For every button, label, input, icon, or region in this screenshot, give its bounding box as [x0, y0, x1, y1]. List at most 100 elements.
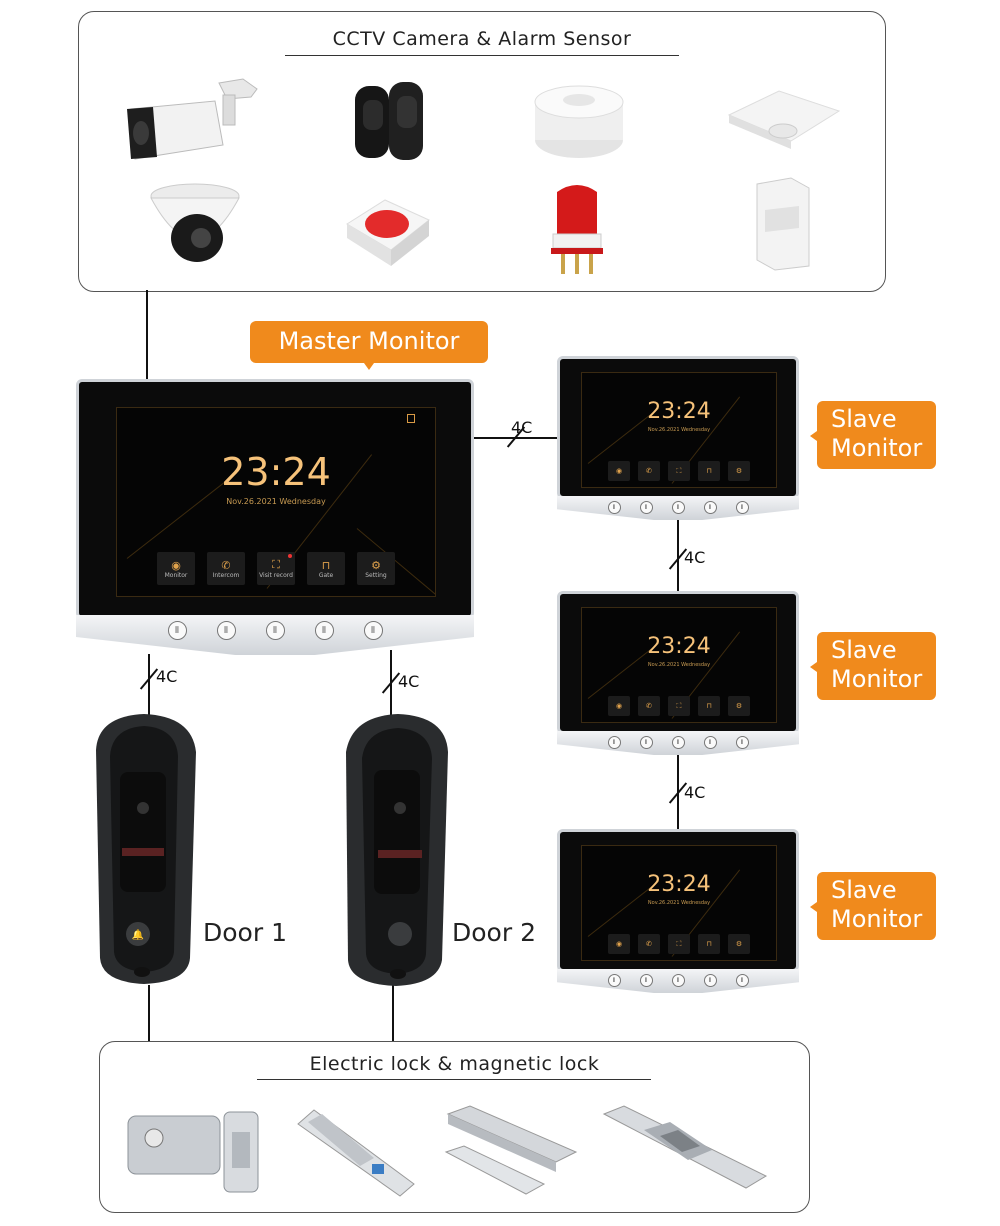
hw-button[interactable]: ⦀	[607, 974, 621, 987]
cctv-title-rule	[285, 55, 679, 56]
slave-monitor-label: Slave Monitor	[831, 876, 923, 933]
hw-button[interactable]: ⦀	[703, 736, 717, 749]
slave-monitor-label: Slave Monitor	[831, 636, 923, 693]
smoke-detector-image	[534, 85, 624, 158]
slave-monitor-label: Slave Monitor	[831, 405, 923, 462]
hw-button[interactable]: ⦀	[703, 501, 717, 514]
menu-visit-record[interactable]: ⛶	[668, 934, 690, 954]
slave-monitor-screen: 23:24 Nov.26.2021 Wednesday ◉ ✆ ⛶ ⊓ ⚙	[581, 607, 777, 723]
hw-button[interactable]: ⦀	[607, 501, 621, 514]
menu-setting[interactable]: ⚙	[728, 696, 750, 716]
electric-bolt-lock-image	[297, 1109, 415, 1197]
slave-monitor-callout-3: Slave Monitor	[810, 872, 936, 940]
menu-visit-record[interactable]: ⛶	[668, 461, 690, 481]
menu-setting[interactable]: ⚙	[728, 461, 750, 481]
hw-button-2[interactable]: ⦀	[216, 621, 236, 640]
hw-button-3[interactable]: ⦀	[265, 621, 285, 640]
door-2-label: Door 2	[452, 918, 536, 947]
menu-intercom[interactable]: ✆	[638, 934, 660, 954]
cctv-alarm-panel: CCTV Camera & Alarm Sensor	[78, 11, 886, 292]
callout-arrow	[364, 363, 374, 370]
hw-button[interactable]: ⦀	[735, 736, 749, 749]
slave-monitor-screen: 23:24 Nov.26.2021 Wednesday ◉ ✆ ⛶ ⊓ ⚙	[581, 372, 777, 488]
slave-monitor-3: 23:24 Nov.26.2021 Wednesday ◉ ✆ ⛶ ⊓ ⚙ ⦀ …	[557, 829, 799, 993]
notification-dot	[288, 554, 292, 558]
menu-monitor[interactable]: ◉Monitor	[157, 552, 195, 585]
slave-monitor-buttons: ⦀ ⦀ ⦀ ⦀ ⦀	[557, 736, 799, 749]
lock-panel-title: Electric lock & magnetic lock	[309, 1053, 600, 1075]
menu-visit-record[interactable]: ⛶Visit record	[257, 552, 295, 585]
hw-button[interactable]: ⦀	[703, 974, 717, 987]
slave2-to-slave3-label: 4C	[684, 783, 706, 802]
slave-monitor-screen: 23:24 Nov.26.2021 Wednesday ◉ ✆ ⛶ ⊓ ⚙	[581, 845, 777, 961]
menu-monitor[interactable]: ◉	[608, 696, 630, 716]
callout-arrow	[810, 431, 817, 441]
svg-text:🔔: 🔔	[132, 929, 144, 941]
slave-monitor-1: 23:24 Nov.26.2021 Wednesday ◉ ✆ ⛶ ⊓ ⚙ ⦀ …	[557, 356, 799, 520]
menu-monitor[interactable]: ◉	[608, 461, 630, 481]
master-to-slave1-label: 4C	[511, 418, 533, 437]
gear-icon: ⚙	[371, 558, 381, 572]
menu-intercom[interactable]: ✆Intercom	[207, 552, 245, 585]
hw-button[interactable]: ⦀	[735, 501, 749, 514]
hw-button[interactable]: ⦀	[639, 501, 653, 514]
master-to-door1-label: 4C	[156, 667, 178, 686]
slave-menu: ◉ ✆ ⛶ ⊓ ⚙	[582, 696, 776, 716]
callout-arrow	[810, 902, 817, 912]
slave-date: Nov.26.2021 Wednesday	[647, 662, 711, 668]
lock-title-rule	[257, 1079, 651, 1080]
slave-monitor-callout-1: Slave Monitor	[810, 401, 936, 469]
menu-gate[interactable]: ⊓Gate	[307, 552, 345, 585]
door-station-2	[346, 714, 448, 986]
menu-gate[interactable]: ⊓	[698, 461, 720, 481]
hw-button[interactable]: ⦀	[735, 974, 749, 987]
slave-clock: 23:24	[647, 634, 711, 659]
menu-setting[interactable]: ⚙Setting	[357, 552, 395, 585]
menu-visit-record[interactable]: ⛶	[668, 696, 690, 716]
hw-button-5[interactable]: ⦀	[363, 621, 383, 640]
phone-icon: ✆	[221, 558, 231, 572]
cctv-panel-title: CCTV Camera & Alarm Sensor	[332, 28, 632, 50]
beam-sensor-image	[355, 82, 423, 160]
master-monitor-label: Master Monitor	[278, 327, 460, 355]
door1-to-lock-wire	[148, 985, 150, 1043]
door-station-1: 🔔	[96, 714, 196, 984]
master-monitor-screen: 23:24 Nov.26.2021 Wednesday ◉Monitor ✆In…	[116, 407, 436, 597]
menu-monitor[interactable]: ◉	[608, 934, 630, 954]
callout-arrow	[810, 662, 817, 672]
hw-button[interactable]: ⦀	[671, 501, 685, 514]
slave-monitor-callout-2: Slave Monitor	[810, 632, 936, 700]
gate-icon: ⊓	[321, 558, 331, 572]
menu-intercom[interactable]: ✆	[638, 696, 660, 716]
record-icon: ⛶	[272, 558, 280, 571]
master-date: Nov.26.2021 Wednesday	[226, 497, 326, 506]
slave-clock: 23:24	[647, 872, 711, 897]
hw-button[interactable]: ⦀	[639, 736, 653, 749]
menu-gate[interactable]: ⊓	[698, 934, 720, 954]
hw-button-1[interactable]: ⦀	[167, 621, 187, 640]
master-monitor-callout: Master Monitor	[250, 321, 488, 370]
master-clock: 23:24	[221, 450, 331, 494]
emergency-button-image	[346, 199, 430, 266]
hw-button[interactable]: ⦀	[607, 736, 621, 749]
ceiling-motion-sensor-image	[727, 90, 841, 149]
slave-monitor-buttons: ⦀ ⦀ ⦀ ⦀ ⦀	[557, 974, 799, 987]
master-monitor: 23:24 Nov.26.2021 Wednesday ◉Monitor ✆In…	[76, 379, 474, 655]
menu-intercom[interactable]: ✆	[638, 461, 660, 481]
hw-button-4[interactable]: ⦀	[314, 621, 334, 640]
slave-monitor-2: 23:24 Nov.26.2021 Wednesday ◉ ✆ ⛶ ⊓ ⚙ ⦀ …	[557, 591, 799, 755]
hw-button[interactable]: ⦀	[671, 736, 685, 749]
menu-setting[interactable]: ⚙	[728, 934, 750, 954]
eye-icon: ◉	[171, 558, 181, 572]
slave-clock: 23:24	[647, 399, 711, 424]
slave-menu: ◉ ✆ ⛶ ⊓ ⚙	[582, 934, 776, 954]
menu-gate[interactable]: ⊓	[698, 696, 720, 716]
master-to-door1-wire	[148, 654, 150, 718]
hw-button[interactable]: ⦀	[671, 974, 685, 987]
magnetic-lock-image	[444, 1105, 578, 1195]
electric-strike-image	[602, 1105, 768, 1189]
slave-monitor-buttons: ⦀ ⦀ ⦀ ⦀ ⦀	[557, 501, 799, 514]
hw-button[interactable]: ⦀	[639, 974, 653, 987]
door-1-label: Door 1	[203, 918, 287, 947]
slave1-to-slave2-label: 4C	[684, 548, 706, 567]
